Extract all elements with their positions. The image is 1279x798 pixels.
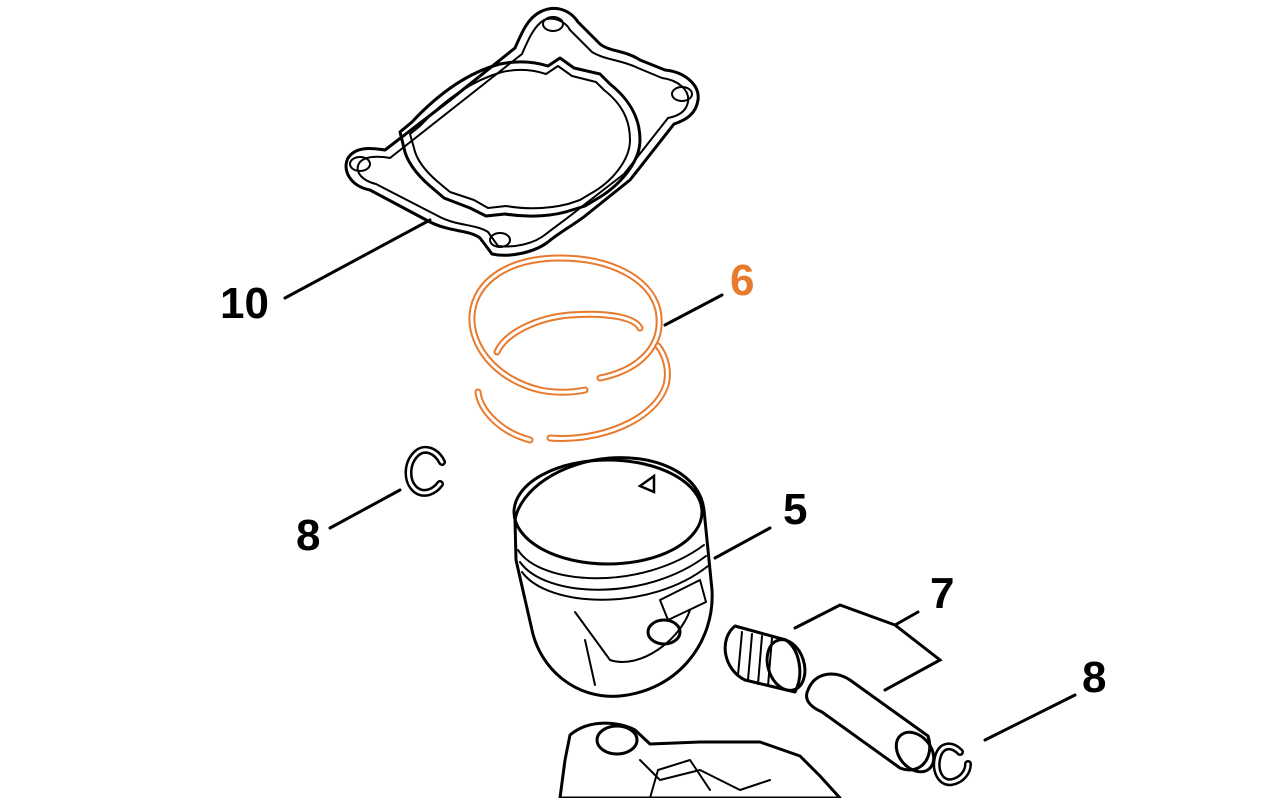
- callout-label-8-right: 8: [1082, 653, 1106, 702]
- callout-label-6: 6: [730, 256, 754, 305]
- cylinder-gasket[interactable]: [344, 6, 700, 257]
- connecting-rod: [558, 721, 842, 798]
- piston-pin[interactable]: [805, 672, 942, 779]
- circlip-left[interactable]: [404, 445, 446, 497]
- needle-bearing[interactable]: [723, 624, 811, 695]
- callout-label-10: 10: [220, 279, 269, 328]
- callout-label-5: 5: [783, 485, 807, 534]
- callout-label-7: 7: [930, 569, 954, 618]
- piston-rings[interactable]: [468, 254, 671, 444]
- piston[interactable]: [512, 456, 714, 698]
- leader-line-8-right: [983, 693, 1077, 742]
- leader-line-10: [283, 218, 432, 300]
- leader-line-6: [663, 293, 724, 327]
- leader-line-7: [793, 603, 943, 692]
- leader-line-5: [713, 526, 772, 560]
- leader-line-8-left: [328, 488, 402, 530]
- callout-label-8-left: 8: [296, 511, 320, 560]
- circlip-right[interactable]: [932, 742, 972, 787]
